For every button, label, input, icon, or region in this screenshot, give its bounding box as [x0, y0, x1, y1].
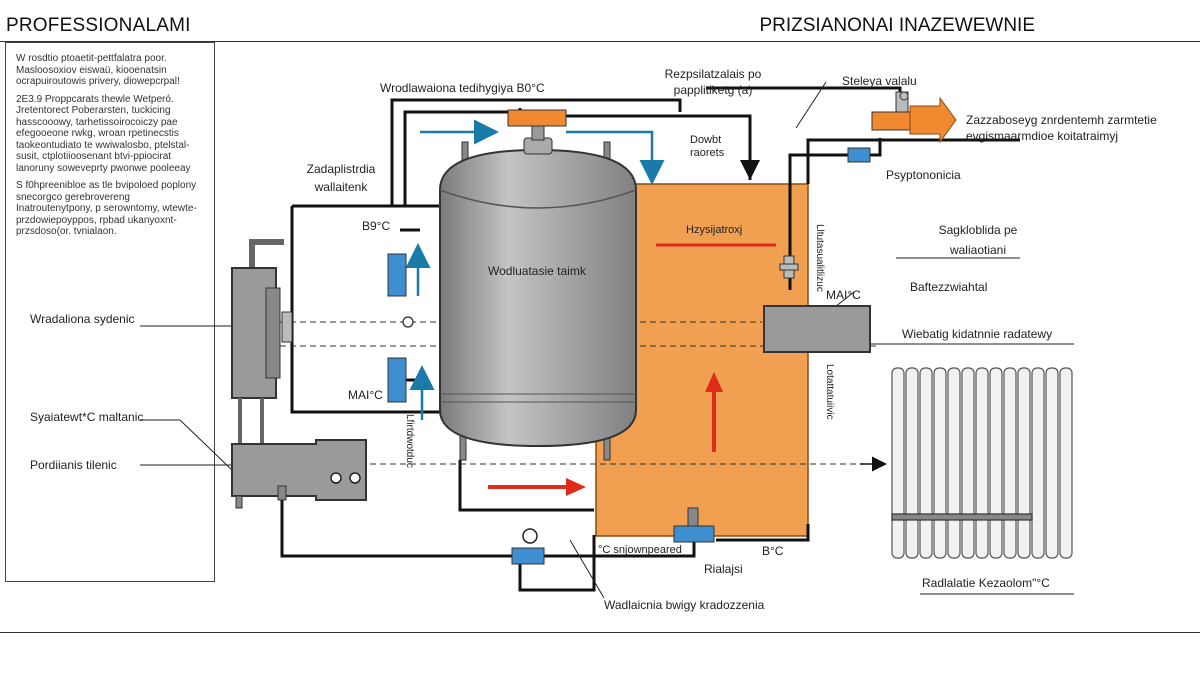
label-left-a: Wradaliona sydenic: [30, 312, 135, 326]
sensor-upper-left: [387, 253, 407, 297]
label-left-b: Syaiatewt*C maltanic: [30, 410, 144, 424]
label-bottom-3: Rialajsi: [704, 562, 743, 576]
pump-bottom-center: [673, 525, 715, 543]
label-right-small: Psyptononicia: [886, 168, 961, 182]
gauge-left: [402, 316, 414, 328]
label-bottom-1: °C snjownpeared: [598, 544, 682, 556]
heat-exchanger: [231, 239, 293, 444]
outlet-arrow: [909, 96, 957, 144]
radiator: [891, 367, 1073, 559]
sensor-valve-right: [847, 147, 871, 163]
sensor-lower-left: [387, 357, 407, 403]
label-hot-zone: Hzysijatroxj: [686, 224, 743, 236]
notes-paragraph-1: W rosdtio ptoaetit-pettfalatra poor. Mas…: [16, 53, 180, 87]
storage-tank: [439, 121, 637, 461]
cold-flow-arrows: [405, 119, 665, 420]
label-stel: Steleya valalu: [842, 74, 917, 88]
boiler-unit: [231, 439, 367, 509]
label-vertical-1: Dowbt raorets: [690, 134, 725, 159]
label-left-c: Pordiianis tilenic: [30, 458, 117, 472]
top-rule: [0, 41, 1200, 42]
notes-paragraph-3: S f0hpreenibloe as tle bvipoloed poplony…: [16, 180, 197, 237]
label-top-center: Rezpsilatzalais po papplitlketg (a): [664, 67, 762, 97]
control-unit-box: [763, 305, 871, 353]
pump-bottom-left: [511, 547, 545, 565]
label-bottom-main: Wadlaicnia bwigy kradozzenia: [604, 598, 765, 612]
top-mixing-valve: [507, 109, 567, 127]
label-vertical-2: Lltutasualitlizuc: [814, 224, 825, 292]
gauge-bottom: [522, 528, 538, 544]
label-top-temp: Wrodlawaiona tedihygiya B0°C: [380, 81, 545, 95]
label-temp-2: MAI°C: [348, 388, 383, 402]
header-title-right: PRIZSIANONAI INAZEWEWNIE: [759, 15, 1035, 36]
label-bottom-2: B°C: [762, 544, 784, 558]
outlet-valve: [871, 111, 913, 131]
fitting-bottom: [687, 507, 699, 527]
outlet-fitting: [895, 91, 909, 113]
label-temp-1: B9°C: [362, 219, 391, 233]
hot-arrow-up: [705, 372, 723, 452]
label-outlet: Zazzaboseyg znrdentemh zarmtetie evgisma…: [966, 113, 1157, 143]
label-left-upper: Zadaplistrdia wallaitenk: [306, 162, 376, 194]
notes-panel: W rosdtio ptoaetit-pettfalatra poor. Mas…: [5, 42, 215, 582]
label-tank: Wodluatasie taimk: [488, 264, 586, 278]
header-title-left: PROFESSIONALAMI: [6, 15, 191, 36]
bottom-rule: [0, 632, 1200, 633]
label-right-box: Wiebatig kidatnnie radatewy: [902, 327, 1053, 341]
label-radiator: Radlalatie Kezaolom"°C: [922, 576, 1050, 590]
callout-lines: [140, 81, 1074, 599]
hot-arrow-right: [488, 478, 586, 496]
label-vertical-3: Lotattatuiivic: [824, 364, 835, 420]
thermometer-right: [779, 255, 799, 279]
label-temp-3: MAI°C: [826, 288, 861, 302]
notes-paragraph-2: 2E3.9 Proppcarats thewle Wetperó. Jreten…: [16, 93, 191, 174]
label-vertical-4: Lfirtdwotduc: [404, 414, 415, 468]
label-right-mid: Baftezzwiahtal: [910, 280, 988, 294]
label-right-top: Sagkloblida pe waliaotiani: [938, 223, 1018, 257]
